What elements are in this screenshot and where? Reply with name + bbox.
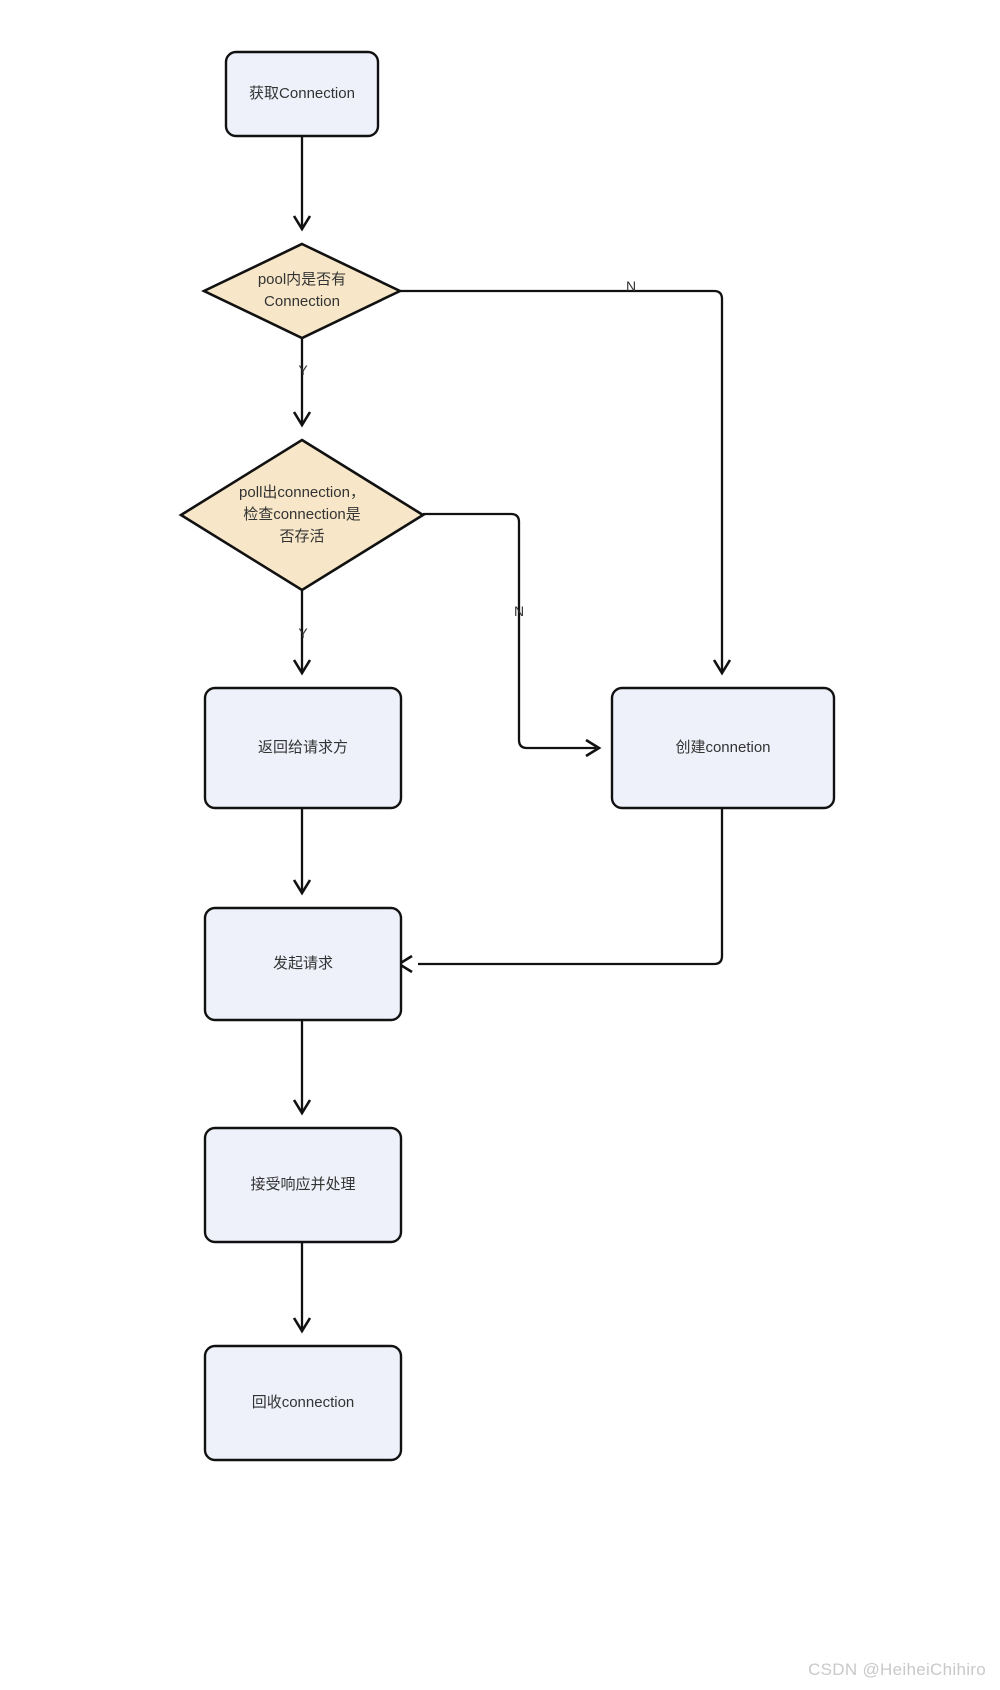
edge-create-to-send-request: [396, 808, 724, 974]
edge-label-pool-check-yes: Y: [298, 362, 308, 378]
csdn-watermark: CSDN @HeiheiChihiro: [808, 1660, 986, 1679]
node-get-connection[interactable]: [224, 50, 380, 138]
edge-get-connection-to-pool-check: [292, 136, 312, 232]
edge-label-poll-check-no: N: [513, 603, 525, 619]
node-handle-response[interactable]: [203, 1126, 403, 1244]
edge-handle-response-to-recycle: [292, 1242, 312, 1334]
edge-label-pool-check-no: N: [625, 278, 637, 294]
node-create-connection[interactable]: [610, 686, 836, 810]
edge-poll-check-yes-to-return: [292, 590, 312, 676]
edge-send-request-to-handle-response: [292, 1020, 312, 1116]
node-recycle-connection[interactable]: [203, 1344, 403, 1462]
node-pool-has-connection-decision[interactable]: [200, 242, 404, 340]
node-return-to-requester[interactable]: [203, 686, 403, 810]
node-poll-connection-alive-decision[interactable]: [178, 438, 426, 592]
edge-poll-check-no-to-create: [423, 512, 602, 758]
edge-label-poll-check-yes: Y: [298, 625, 308, 641]
edge-return-to-send-request: [292, 808, 312, 896]
edge-pool-check-yes-to-poll-check: [292, 338, 312, 428]
node-send-request[interactable]: [203, 906, 403, 1022]
edge-pool-check-no-to-create: [400, 289, 732, 676]
